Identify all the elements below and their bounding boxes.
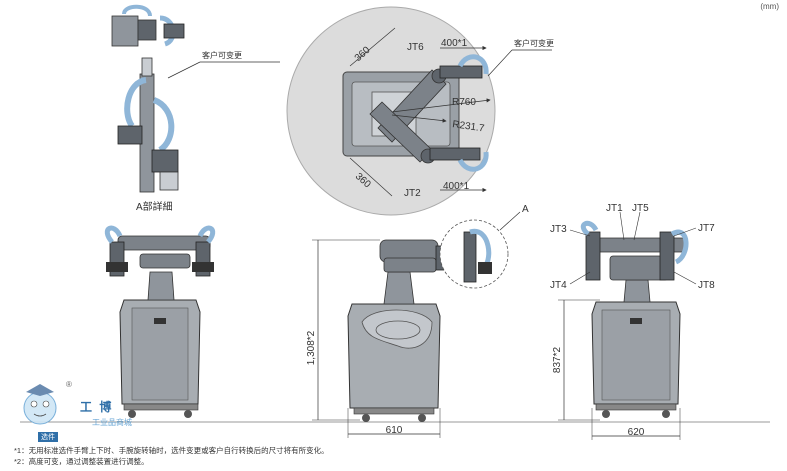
label-jt2: JT2 xyxy=(404,188,421,199)
dim-side-width: 620 xyxy=(628,427,645,438)
watermark-subtitle: 工业品商城 xyxy=(92,418,132,427)
label-jt6: JT6 xyxy=(407,42,424,53)
label-customizable-detail: 客户可变更 xyxy=(202,50,242,60)
dim-bottom-400: 400*1 xyxy=(443,181,470,192)
watermark-registered: ® xyxy=(66,380,72,389)
top-view: JT6 JT2 400*1 400*1 360 360 R760 R231.7 … xyxy=(286,6,554,216)
front-robot-view: 1,308*2 610 xyxy=(306,239,453,438)
dim-top-400: 400*1 xyxy=(441,38,468,49)
detail-a-callout: A xyxy=(439,204,529,289)
label-jt8: JT8 xyxy=(698,280,715,291)
footnote-2: *2：高度可变，通过调整装置进行调整。 xyxy=(14,457,149,466)
top-view-lower-arm xyxy=(369,101,433,163)
dim-front-height: 1,308*2 xyxy=(306,330,317,365)
label-jt3: JT3 xyxy=(550,224,567,235)
dim-front-width: 610 xyxy=(386,425,403,436)
label-jt5: JT5 xyxy=(632,203,649,214)
watermark-mascot xyxy=(23,384,57,425)
detail-a: 客户可变更 A部詳細 xyxy=(111,4,280,213)
callout-a: A xyxy=(522,204,529,215)
label-jt4: JT4 xyxy=(550,280,567,291)
radius-r760: R760 xyxy=(452,97,476,108)
label-customizable-top: 客户可变更 xyxy=(514,38,554,48)
dim-side-height: 837*2 xyxy=(552,346,563,373)
radius-r231: R231.7 xyxy=(452,119,486,134)
left-robot-view xyxy=(104,225,216,418)
side-robot-view: JT3 JT4 JT1 JT5 JT7 JT8 837*2 620 xyxy=(550,203,715,440)
detail-a-caption: A部詳細 xyxy=(136,200,173,213)
label-jt7: JT7 xyxy=(698,223,715,234)
watermark-tag: 选件 xyxy=(38,432,58,442)
footnote-1: *1：无用标准选件手臂上下时、手腕旋转轴时，选件变更或客户自行转换后的尺寸将有所… xyxy=(14,446,329,455)
units-label: (mm) xyxy=(760,2,779,11)
watermark-brand: 工 博 xyxy=(80,400,114,414)
label-jt1: JT1 xyxy=(606,203,623,214)
